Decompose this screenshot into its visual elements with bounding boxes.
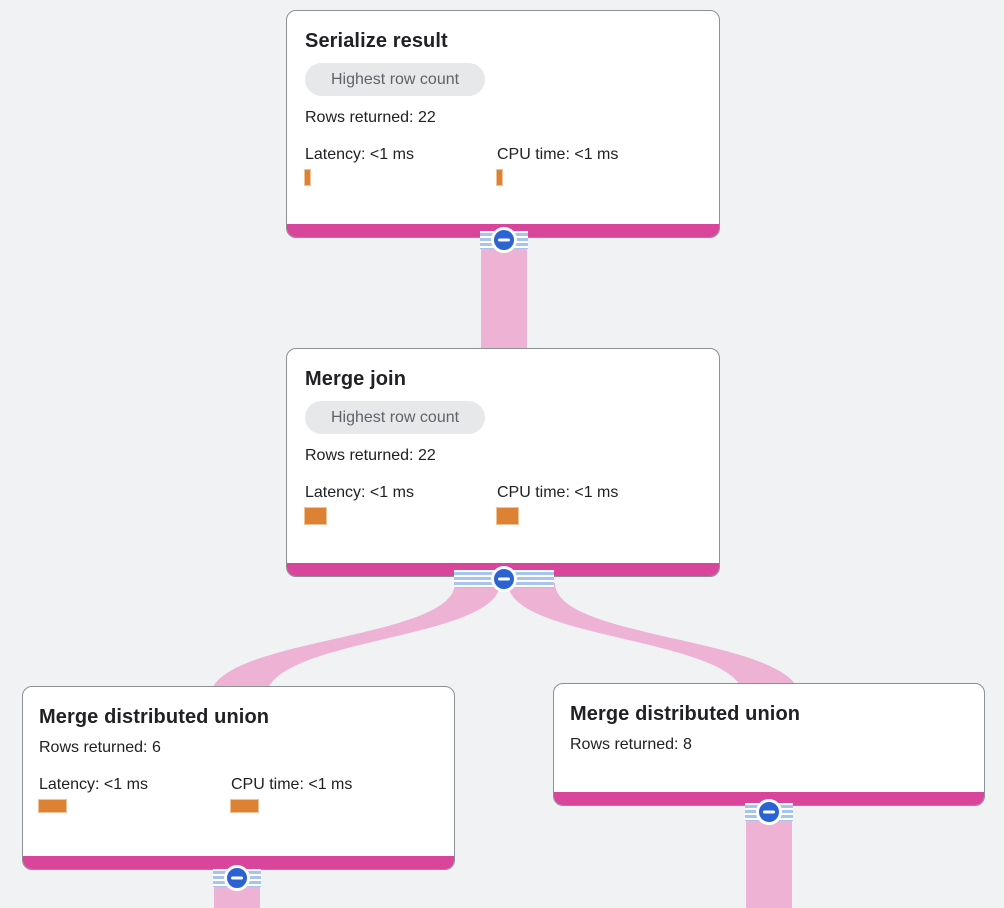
rows-returned-text: Rows returned: 22: [305, 109, 436, 126]
edge-mergejoin-to-left-union: [210, 583, 500, 698]
plan-node-merge-distributed-union-right[interactable]: Merge distributed union Rows returned: 8: [553, 683, 985, 806]
edge-mergejoin-to-right-union: [508, 583, 800, 698]
latency-bar: [304, 507, 327, 525]
metrics-row: Latency: <1 ms CPU time: <1 ms: [304, 145, 701, 186]
latency-label: Latency: <1 ms: [305, 484, 414, 501]
node-accent-bar: [23, 856, 454, 869]
highest-row-count-badge: Highest row count: [305, 63, 486, 96]
collapse-button-union-left[interactable]: [224, 865, 250, 891]
latency-metric: Latency: <1 ms: [38, 775, 231, 813]
cpu-time-label: CPU time: <1 ms: [497, 146, 619, 163]
latency-label: Latency: <1 ms: [39, 776, 148, 793]
rows-returned-text: Rows returned: 6: [39, 739, 161, 756]
collapse-button-serialize-result[interactable]: [491, 227, 517, 253]
collapse-button-union-right[interactable]: [756, 799, 782, 825]
cpu-time-bar: [496, 169, 503, 186]
plan-node-merge-distributed-union-left[interactable]: Merge distributed union Rows returned: 6…: [22, 686, 455, 870]
cpu-time-bar: [230, 799, 259, 813]
cpu-time-label: CPU time: <1 ms: [231, 776, 353, 793]
rows-returned-text: Rows returned: 8: [570, 736, 692, 753]
node-title: Merge distributed union: [39, 706, 270, 728]
edge-serialize-to-mergejoin: [481, 238, 527, 352]
minus-icon: [231, 876, 243, 880]
metrics-row: Latency: <1 ms CPU time: <1 ms: [38, 775, 436, 813]
minus-icon: [763, 810, 775, 814]
cpu-time-metric: CPU time: <1 ms: [496, 145, 619, 186]
latency-label: Latency: <1 ms: [305, 146, 414, 163]
latency-bar: [304, 169, 311, 186]
node-body: Merge distributed union Rows returned: 8: [554, 684, 984, 755]
latency-metric: Latency: <1 ms: [304, 145, 497, 186]
cpu-time-label: CPU time: <1 ms: [497, 484, 619, 501]
node-title: Merge distributed union: [570, 703, 801, 725]
collapse-button-merge-join[interactable]: [491, 566, 517, 592]
node-accent-bar: [554, 792, 984, 805]
cpu-time-bar: [496, 507, 519, 525]
latency-metric: Latency: <1 ms: [304, 483, 497, 525]
highest-row-count-badge: Highest row count: [305, 401, 486, 434]
node-title: Merge join: [305, 368, 407, 390]
cpu-time-metric: CPU time: <1 ms: [230, 775, 353, 813]
cpu-time-metric: CPU time: <1 ms: [496, 483, 619, 525]
rows-returned-text: Rows returned: 22: [305, 447, 436, 464]
node-body: Merge join Highest row count Rows return…: [287, 349, 719, 525]
plan-node-merge-join[interactable]: Merge join Highest row count Rows return…: [286, 348, 720, 577]
node-body: Merge distributed union Rows returned: 6…: [23, 687, 454, 813]
latency-bar: [38, 799, 67, 813]
minus-icon: [498, 238, 510, 242]
node-body: Serialize result Highest row count Rows …: [287, 11, 719, 186]
metrics-row: Latency: <1 ms CPU time: <1 ms: [304, 483, 701, 525]
node-title: Serialize result: [305, 30, 448, 52]
plan-node-serialize-result[interactable]: Serialize result Highest row count Rows …: [286, 10, 720, 238]
minus-icon: [498, 577, 510, 581]
edge-right-union-down: [746, 811, 792, 908]
